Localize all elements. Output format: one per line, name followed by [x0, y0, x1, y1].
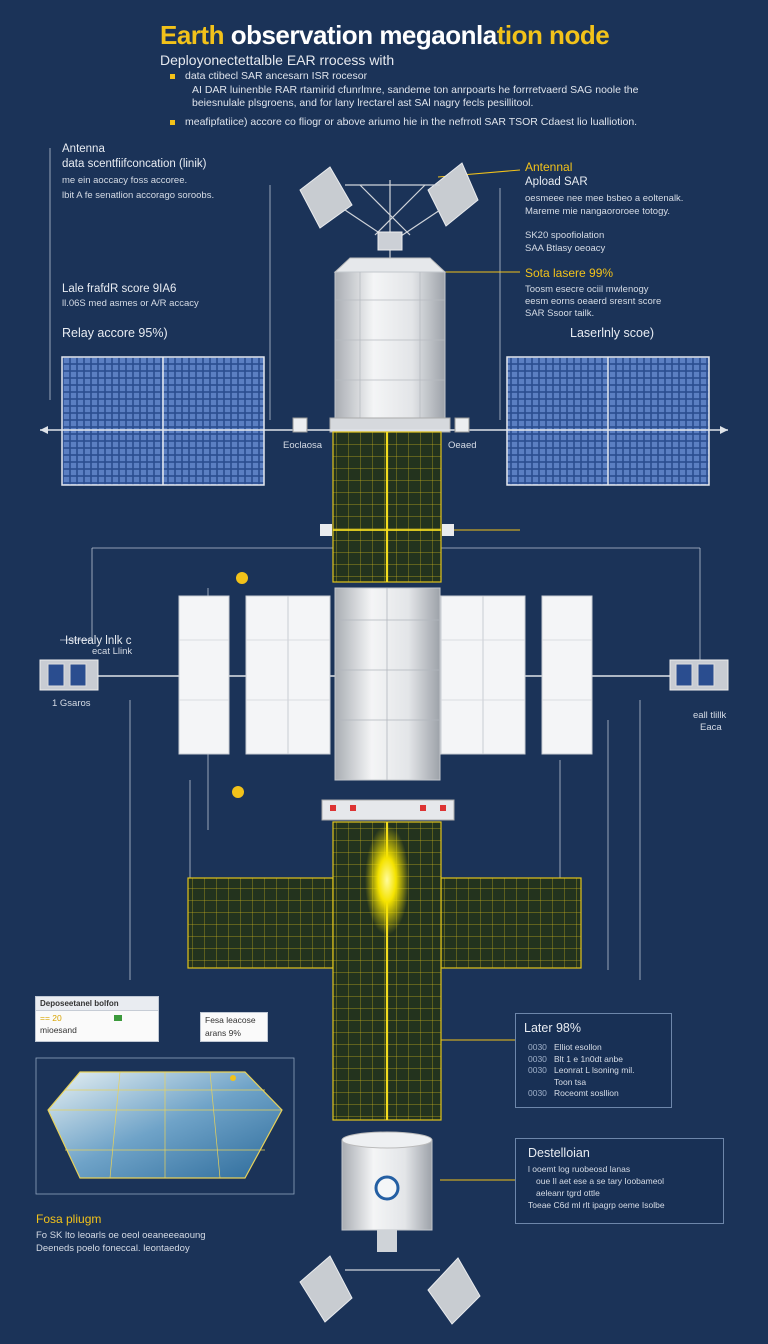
antenna-hub [377, 231, 403, 251]
label-spec-line2: SAA Btlasy oeoacy [525, 243, 606, 254]
label-right-mini: Oeaed [448, 440, 477, 451]
bullet-icon [170, 119, 175, 125]
intro-bullet-text: meafipfatiice) accore co fliogr or above… [185, 116, 638, 128]
label-sota-line3: SAR Ssoor tailk. [525, 308, 595, 319]
label-fosa-line2: Deeneds poelo foneccal. leontaedoy [36, 1243, 190, 1254]
label-upload-line2: Mareme mie nangaororoee totogy. [525, 206, 671, 217]
marker-dot-top [236, 572, 248, 584]
bottom-module [299, 1131, 481, 1325]
label-right-side-line2: Eaca [700, 722, 722, 733]
small-info-card: Fesa leacose arans 9% [200, 1012, 268, 1042]
legend-row1: == 20 [36, 1011, 158, 1025]
label-late-title: Lale frafdR score 9IA6 [62, 283, 177, 295]
dest-line4: Toeae C6d ml rlt ipagrp oeme Isolbe [528, 1200, 665, 1210]
legend-row1-text: == 20 [40, 1013, 62, 1023]
middle-module-cluster [39, 572, 729, 798]
title-word-node: tion node [496, 20, 610, 50]
intro-bullet-text: data ctibecl SAR ancesarn ISR rocesor [185, 70, 368, 82]
highlight-leader-lines [437, 169, 521, 1181]
label-relay: Relay accore 95%) [62, 326, 168, 340]
bullet-icon [170, 73, 175, 79]
label-laser-link: Laserlnly scoe) [570, 326, 655, 340]
label-gears: 1 Gsaros [52, 698, 91, 709]
legend-row2: mioesand [40, 1025, 77, 1035]
legend-title: Deposeetanel bolfon [36, 997, 158, 1011]
radiator-panel-4 [541, 595, 593, 755]
connector-ring [321, 799, 455, 821]
dest-line1: l ooemt log ruobeosd lanas [528, 1164, 631, 1174]
intro-bullet-1: data ctibecl SAR ancesarn ISR rocesor [170, 70, 730, 83]
small-card-line2: arans 9% [205, 1028, 241, 1038]
marker-dot-bottom [232, 786, 244, 798]
dest-line3: aeleanr tgrd ottle [536, 1188, 600, 1198]
title-word-observation: observation [230, 20, 373, 50]
label-right-side-line1: eall tlillk [693, 710, 727, 721]
legend-card: Deposeetanel bolfon == 20 mioesand [35, 996, 159, 1042]
antenna-panel-right [427, 162, 479, 227]
label-spec-line1: SK20 spoofiolation [525, 230, 605, 241]
sar-beam-glow [365, 825, 409, 935]
antenna-panel-bottom-left [299, 1255, 353, 1323]
antenna-panel-left [299, 166, 353, 229]
label-left-mini: Eoclaosa [283, 440, 323, 451]
label-antenna-title: Antenna [62, 143, 105, 155]
title-word-earth: Earth [160, 20, 224, 50]
label-antenna-line2: me ein aoccacy foss accoree. [62, 175, 188, 186]
top-antenna-assembly [299, 162, 479, 260]
radiator-panel-1 [178, 595, 230, 755]
earth-coverage-map [35, 1057, 295, 1195]
label-sota-line1: Toosm esecre ociil mwlenogy [525, 284, 649, 295]
label-sota-title: Sota lasere 99% [525, 266, 614, 280]
dest-title: Destelloian [528, 1146, 590, 1160]
label-antenna-line3: lbit A fe senatlion accorago soroobs. [62, 190, 215, 201]
later-row: Toon tsa [554, 1076, 587, 1087]
label-fosa-title: Fosa pliugm [36, 1212, 102, 1226]
label-fosa-line1: Fo SK lto leoarls oe oeol oeaneeeaoung [36, 1230, 206, 1241]
destination-info-box: Destelloian l ooemt log ruobeosd lanas o… [515, 1138, 724, 1224]
later-title: Later 98% [524, 1021, 581, 1035]
label-upload-line1: oesmeee nee mee bsbeo a eoltenalk. [525, 193, 684, 204]
label-sota-line2: eesm eorns oeaerd sresnt score [525, 296, 662, 307]
dest-line2: oue Il aet ese a se tary Ioobameol [536, 1176, 665, 1186]
upper-cylinder [334, 271, 446, 423]
sar-wing-left [187, 877, 334, 969]
sar-wing-right [440, 877, 582, 969]
logo-emblem [374, 1175, 400, 1201]
legend-swatch-icon [114, 1015, 123, 1021]
intro-bullet-2: meafipfatiice) accore co fliogr or above… [170, 116, 750, 129]
label-strealy-line1: Istrealy lnlk c [65, 635, 132, 647]
page-subtitle: Deployonectettalble EAR rrocess with [160, 52, 395, 68]
central-cylinder [334, 587, 441, 781]
antenna-panel-bottom-right [427, 1257, 481, 1325]
small-card-line1: Fesa leacose [205, 1015, 256, 1025]
label-upload-sar: Apload SAR [525, 176, 588, 188]
label-strealy-line2: ecat Llink [92, 646, 133, 657]
label-late-line1: ll.06S med asmes or A/R accacy [62, 298, 199, 309]
page-title: Earth observation megaonlation node [160, 20, 610, 51]
intro-paragraph: AI DAR luinenble RAR rtamirid cfunrlmre,… [192, 84, 639, 109]
title-word-mega: megaonla [379, 20, 497, 50]
label-antennal-title: Antennal [525, 160, 573, 174]
label-antenna-line1: data scentfiifconcation (linik) [62, 158, 207, 170]
upper-module [329, 257, 451, 433]
